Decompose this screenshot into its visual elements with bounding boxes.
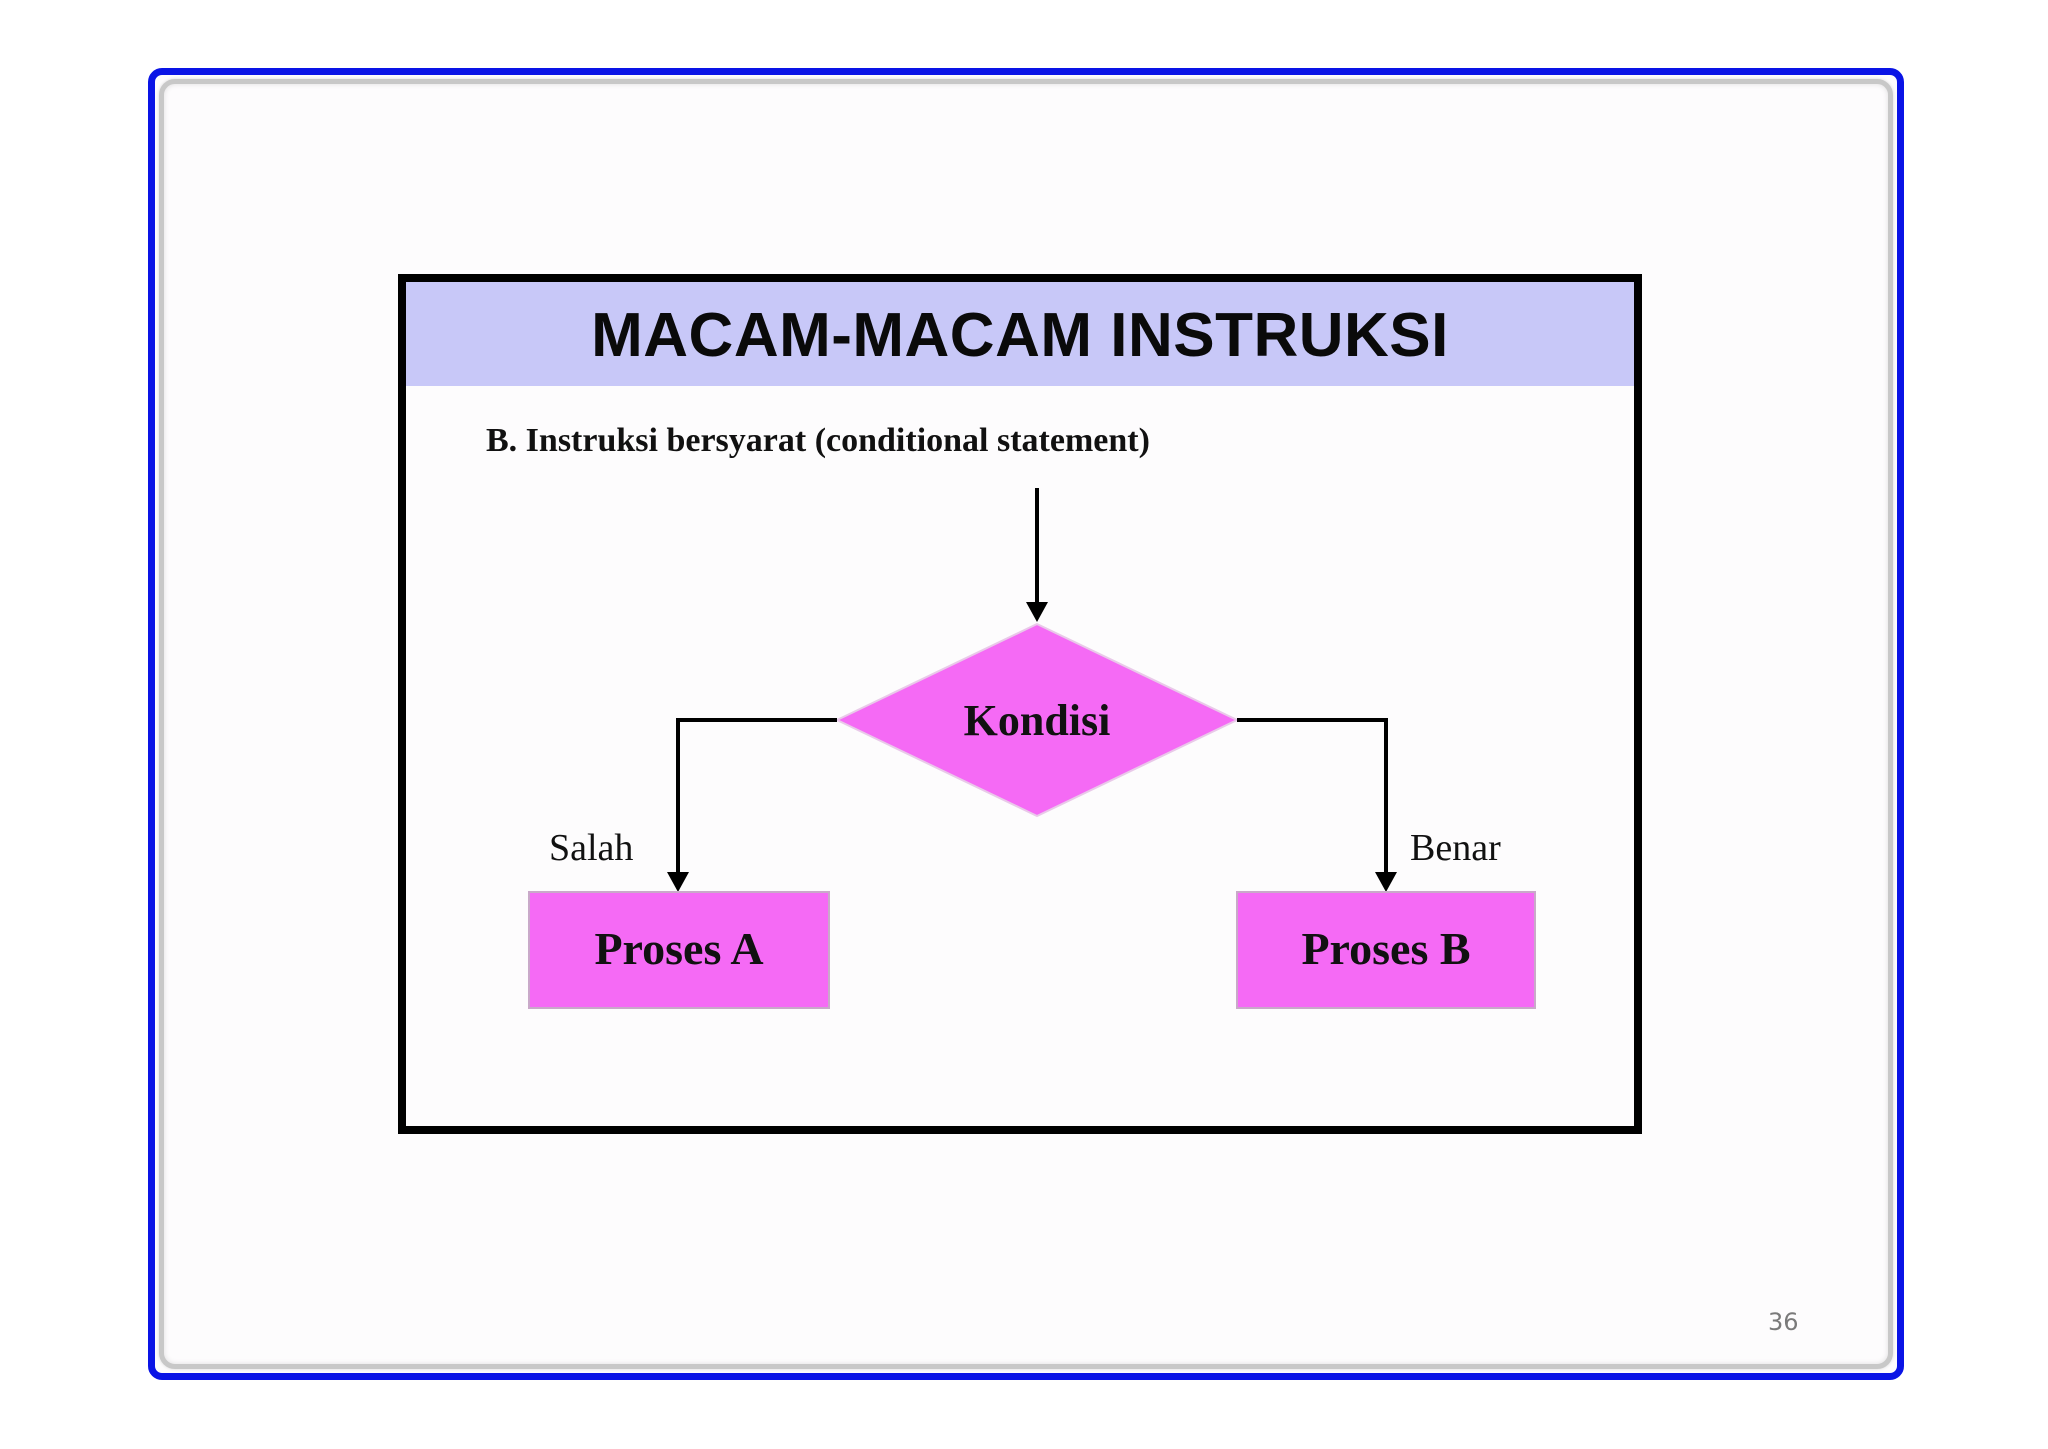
diagram-subtitle: B. Instruksi bersyarat (conditional stat… bbox=[486, 422, 1150, 459]
left-branch-arrowhead bbox=[667, 872, 689, 892]
decision-diamond bbox=[834, 622, 1240, 818]
process-a-label: Proses A bbox=[594, 923, 763, 974]
process-a-box bbox=[528, 891, 830, 1009]
entry-arrowhead bbox=[1026, 602, 1048, 622]
decision-label: Kondisi bbox=[964, 696, 1111, 745]
flowchart: Kondisi Salah Benar Proses A Proses B bbox=[528, 488, 1536, 1009]
process-b-box bbox=[1236, 891, 1536, 1009]
title-bar: MACAM-MACAM INSTRUKSI bbox=[406, 282, 1634, 386]
process-b-label: Proses B bbox=[1301, 923, 1470, 974]
page-number: 36 bbox=[1768, 1308, 1799, 1336]
diagram-panel: MACAM-MACAM INSTRUKSI B. Instruksi bersy… bbox=[398, 274, 1642, 1134]
left-branch-label: Salah bbox=[549, 827, 633, 869]
right-branch-label: Benar bbox=[1410, 827, 1501, 869]
slide-title: MACAM-MACAM INSTRUKSI bbox=[591, 301, 1449, 370]
right-branch-connector bbox=[1237, 718, 1388, 876]
right-branch-arrowhead bbox=[1375, 872, 1397, 892]
left-branch-connector bbox=[676, 718, 837, 876]
